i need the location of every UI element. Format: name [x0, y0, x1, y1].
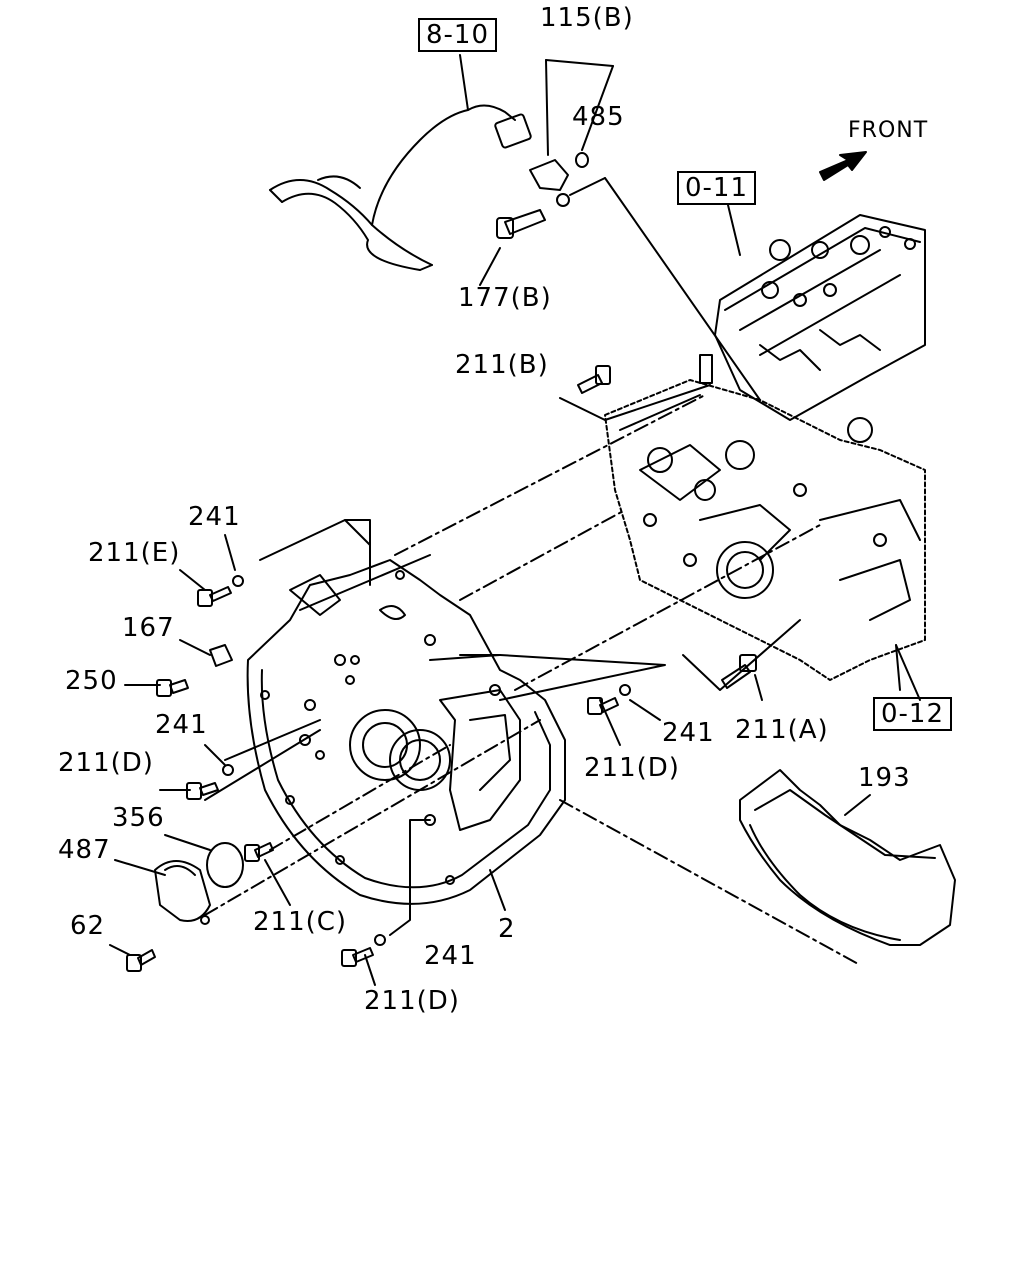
- part-2-label: 2: [498, 914, 516, 944]
- part-193-label: 193: [858, 763, 911, 793]
- cylinder-block: [604, 379, 926, 701]
- part-62-label: 62: [70, 911, 106, 941]
- leader-lines: [109, 519, 666, 986]
- part-211e-label: 211(E): [88, 538, 181, 568]
- front-label: FRONT: [848, 118, 929, 143]
- ref-0-12[interactable]: 0-12: [873, 697, 953, 731]
- bolt-211a: [682, 619, 801, 701]
- part-241-label-right: 241: [662, 718, 715, 748]
- bolt-211b: [559, 365, 711, 421]
- part-241-label-mid: 241: [155, 710, 208, 740]
- part-211d-label-left: 211(D): [58, 748, 154, 778]
- part-487-label: 487: [58, 835, 111, 865]
- part-250-label: 250: [65, 666, 118, 696]
- part-211c-label: 211(C): [253, 907, 348, 937]
- part-211a-label: 211(A): [735, 715, 829, 745]
- fasteners-left: [126, 575, 631, 972]
- alignment-lines: [204, 394, 861, 966]
- part-211b-label: 211(B): [455, 350, 549, 380]
- part-241-label-top: 241: [188, 502, 241, 532]
- sensor-assembly: [479, 59, 761, 401]
- part-115b-label: 115(B): [540, 3, 634, 33]
- ref-0-11[interactable]: 0-11: [677, 171, 757, 205]
- cover-193: [739, 769, 956, 946]
- front-arrow-icon: [819, 151, 867, 181]
- flywheel-housing: [246, 559, 566, 911]
- ref-8-10[interactable]: 8-10: [418, 18, 498, 52]
- part-356-label: 356: [112, 803, 165, 833]
- cylinder-head: [699, 204, 926, 421]
- part-485-label: 485: [572, 102, 625, 132]
- part-241-label-bottom: 241: [424, 941, 477, 971]
- wiring-harness: [269, 54, 532, 271]
- part-177b-label: 177(B): [458, 283, 552, 313]
- part-211d-label-bottom: 211(D): [364, 986, 460, 1016]
- part-211d-label-right: 211(D): [584, 753, 680, 783]
- part-167-label: 167: [122, 613, 175, 643]
